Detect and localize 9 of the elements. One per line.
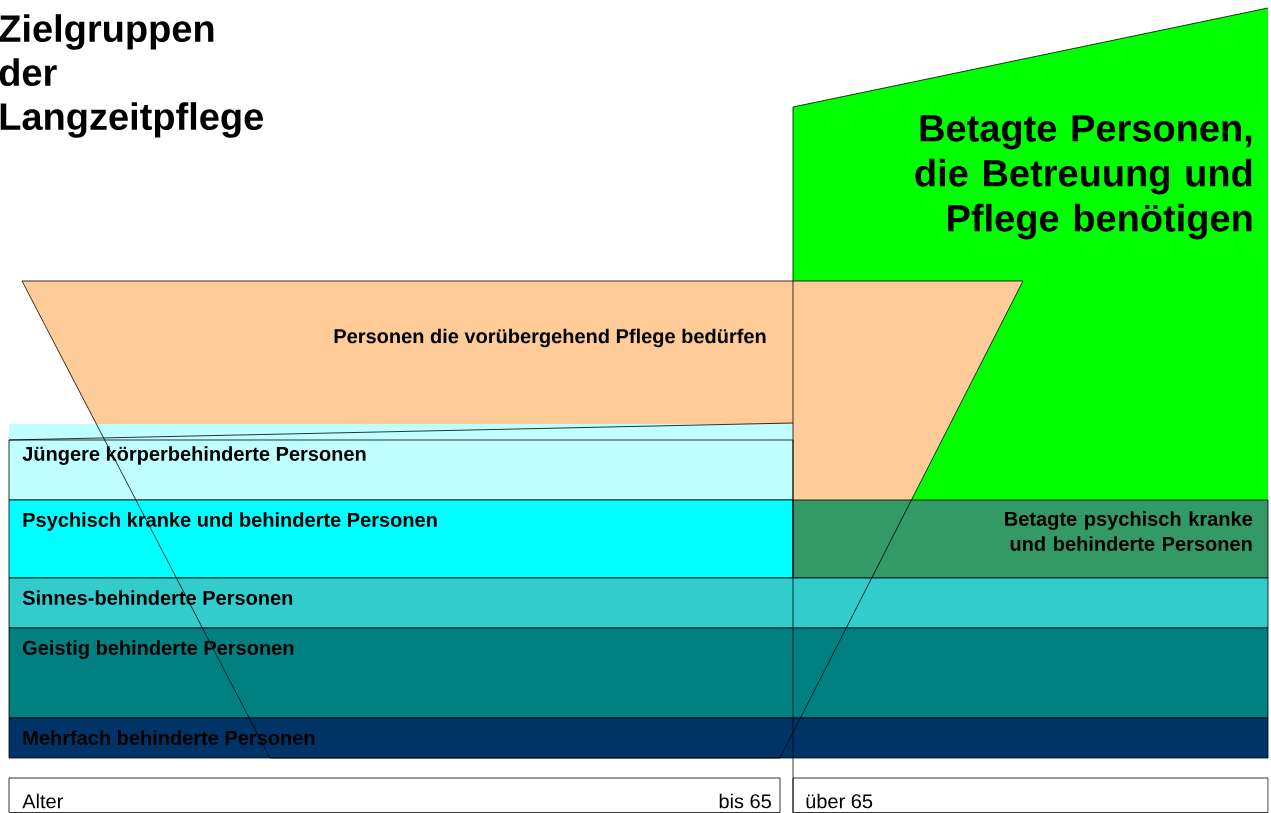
- band: Mehrfach behinderte Personen: [8, 717, 1269, 759]
- band: Psychisch kranke und behinderte Personen: [8, 499, 794, 579]
- band: Betagte psychisch kranke und behinderte Personen: [792, 499, 1269, 579]
- band: Geistig behinderte Personen: [8, 627, 1269, 719]
- band: Jüngere körperbehinderte Personen: [8, 422, 794, 501]
- title: Zielgruppen der Langzeitpflege: [0, 14, 263, 138]
- axis-cell: Alter bis 65: [8, 777, 781, 813]
- axis-cell: über 65: [792, 777, 1269, 813]
- band: Sinnes-behinderte Personen: [8, 577, 1269, 629]
